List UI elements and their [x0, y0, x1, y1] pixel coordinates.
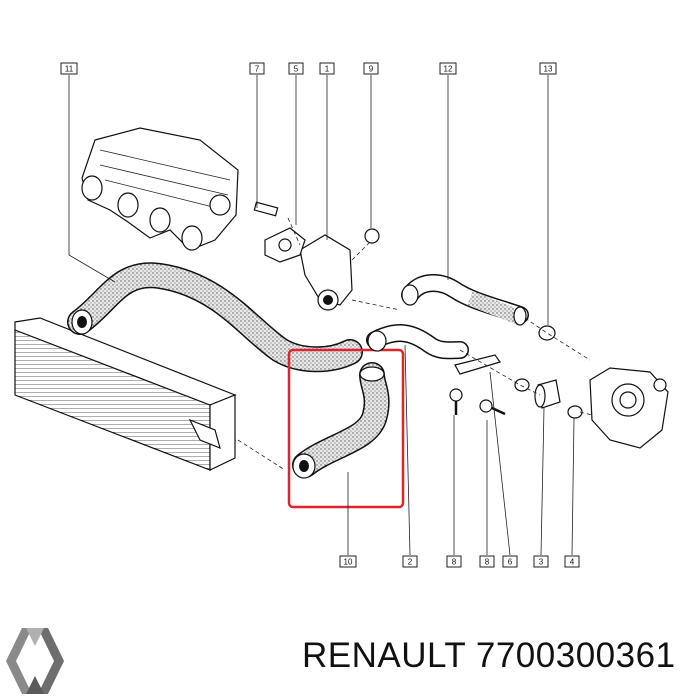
callout-5: 5: [288, 62, 304, 75]
svg-text:3: 3: [539, 558, 544, 567]
callout-8-bolt: 8: [446, 555, 462, 568]
metal-pipe-2: [366, 324, 501, 375]
svg-text:13: 13: [544, 65, 553, 74]
brand-name: RENAULT: [302, 636, 466, 675]
exhaust-manifold: [81, 127, 239, 251]
leader-lines: [68, 75, 575, 556]
part-number: 7700300361: [475, 636, 676, 675]
svg-text:11: 11: [65, 65, 74, 74]
part-caption: RENAULT 7700300361: [302, 636, 676, 676]
svg-text:7: 7: [255, 65, 260, 74]
intercooler-hose-11: [67, 262, 363, 373]
assembly-lines: [237, 217, 593, 471]
svg-text:10: 10: [344, 558, 353, 567]
renault-logo-icon: [6, 628, 64, 694]
svg-text:1: 1: [325, 65, 330, 74]
intercooler-hose-10: [292, 362, 390, 479]
svg-text:8: 8: [485, 558, 490, 567]
callout-8-screw: 8: [479, 555, 495, 568]
metal-pipe-12: [401, 274, 529, 326]
callout-6: 6: [502, 555, 518, 568]
callout-9: 9: [363, 62, 379, 75]
callout-4: 4: [564, 555, 580, 568]
callout-11: 11: [60, 62, 78, 75]
callout-3: 3: [533, 555, 549, 568]
svg-text:9: 9: [369, 65, 374, 74]
intercooler: [14, 317, 237, 471]
callout-7: 7: [249, 62, 265, 75]
turbocharger: [589, 367, 669, 449]
svg-text:12: 12: [444, 65, 453, 74]
callout-12: 12: [439, 62, 457, 75]
svg-text:6: 6: [508, 558, 513, 567]
svg-text:8: 8: [452, 558, 457, 567]
fasteners-and-seals: [449, 325, 583, 419]
highlight-frame: [287, 348, 405, 509]
callout-1: 1: [319, 62, 335, 75]
svg-text:5: 5: [294, 65, 299, 74]
throttle-housing-1: [253, 201, 380, 311]
callout-13: 13: [539, 62, 557, 75]
callout-10: 10: [339, 555, 357, 568]
callout-2: 2: [402, 555, 418, 568]
svg-text:4: 4: [570, 558, 575, 567]
svg-text:2: 2: [408, 558, 413, 567]
